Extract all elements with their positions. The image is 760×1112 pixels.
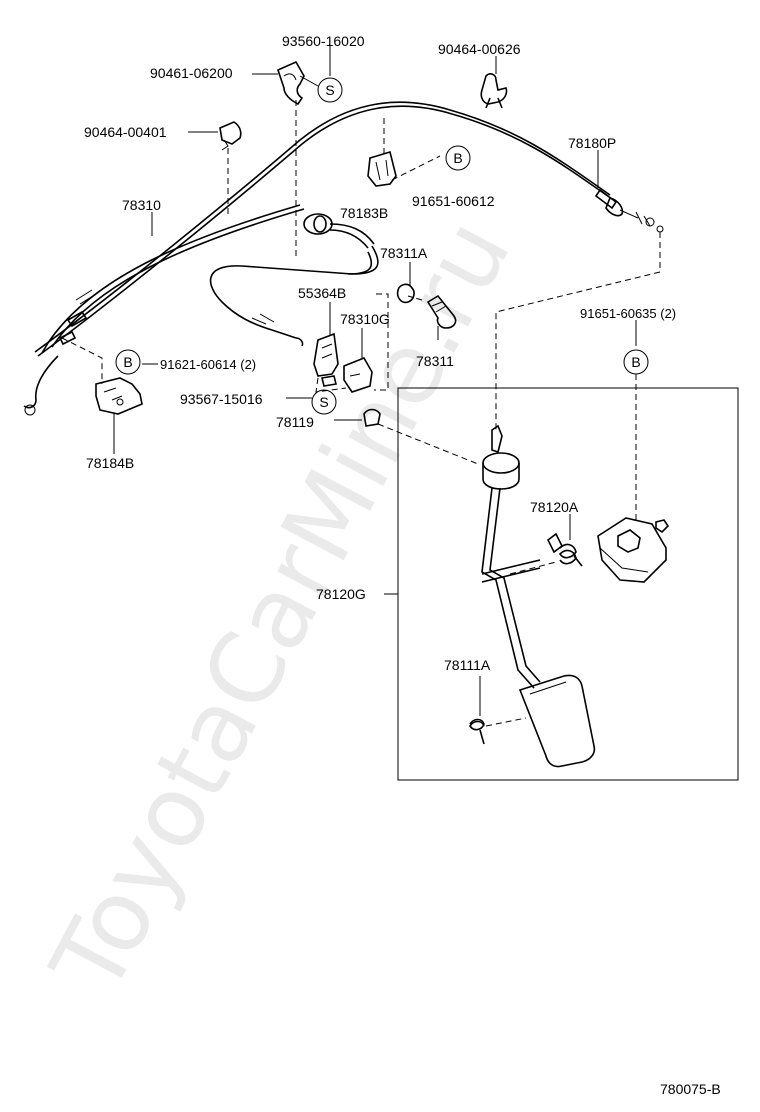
cushion-78119 xyxy=(363,408,381,427)
callout-s-top: S xyxy=(317,77,343,103)
spring-78120a xyxy=(546,532,583,567)
throttle-cable-loop xyxy=(209,245,379,347)
label-91651-60635: 91651-60635 (2) xyxy=(580,306,676,321)
spring-78111a xyxy=(469,718,485,745)
label-78184b: 78184B xyxy=(86,455,134,471)
label-78183b: 78183B xyxy=(340,205,388,221)
label-93560-16020: 93560-16020 xyxy=(282,33,365,49)
throttle-cable-78310 xyxy=(23,204,375,416)
label-91651-60612: 91651-60612 xyxy=(412,193,495,209)
dashed-leaders xyxy=(61,100,661,727)
label-78119: 78119 xyxy=(276,414,314,430)
label-90464-00626: 90464-00626 xyxy=(438,41,521,57)
diagram-code: 780075-B xyxy=(660,1081,721,1097)
label-78120a: 78120A xyxy=(530,499,579,515)
callout-b-pedal: B xyxy=(623,349,649,375)
callout-s-bottom: S xyxy=(311,389,337,415)
label-78180p: 78180P xyxy=(568,135,616,151)
stopper-bolt-78311 xyxy=(426,294,457,329)
label-90464-00401: 90464-00401 xyxy=(84,124,167,140)
callout-b-78184b: B xyxy=(115,349,141,375)
label-93567-15016: 93567-15016 xyxy=(180,391,263,407)
label-91621-60614: 91621-60614 (2) xyxy=(160,357,256,372)
clip-90464-00626 xyxy=(480,73,508,109)
accelerator-cable-78180p xyxy=(34,101,664,357)
bracket-78183b xyxy=(367,150,397,187)
label-78311: 78311 xyxy=(416,353,454,369)
label-78310g: 78310G xyxy=(340,311,390,327)
bracket-55364b xyxy=(313,332,339,377)
label-90461-06200: 90461-06200 xyxy=(150,65,233,81)
bracket-78310g xyxy=(321,356,373,393)
clip-90464-00401 xyxy=(219,121,242,151)
watermark: ToyotaCarMine.ru xyxy=(30,202,533,1012)
pedal-bracket xyxy=(597,517,670,583)
label-78120g: 78120G xyxy=(316,586,366,602)
label-55364b: 55364B xyxy=(298,285,346,301)
bracket-78184b xyxy=(95,377,143,415)
clamp-90461-06200 xyxy=(277,60,305,106)
stopper-78311a xyxy=(396,283,415,304)
callout-b-78183b: B xyxy=(445,145,471,171)
svg-text:S: S xyxy=(325,82,334,98)
svg-text:B: B xyxy=(453,150,462,166)
svg-text:B: B xyxy=(631,354,640,370)
leader-lines xyxy=(113,46,637,716)
label-78111a: 78111A xyxy=(444,657,491,673)
pedal-arm-78120g xyxy=(481,424,596,768)
label-78311a: 78311A xyxy=(380,245,428,261)
label-78310: 78310 xyxy=(122,197,161,213)
pedal-assembly-box xyxy=(397,387,739,781)
svg-text:S: S xyxy=(319,394,328,410)
svg-text:B: B xyxy=(123,354,132,370)
